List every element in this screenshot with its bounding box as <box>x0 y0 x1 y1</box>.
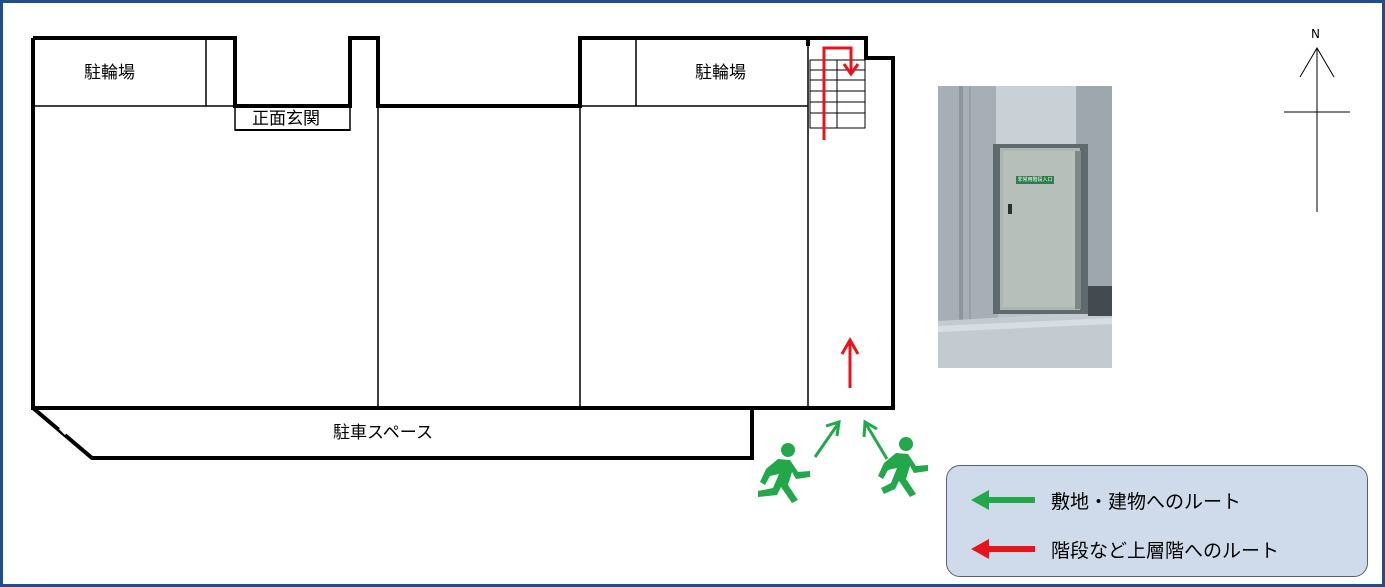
interior-lines <box>33 38 809 408</box>
green-left-arrow-icon <box>971 490 1035 510</box>
door-sign-text: 非常用階段入口 <box>1017 177 1053 183</box>
red-stair-route-arrow <box>822 46 860 140</box>
running-person-icon <box>758 443 810 503</box>
stair-icon <box>809 59 866 129</box>
bicycle-parking-west-label: 駐輪場 <box>84 63 135 83</box>
running-person-icon <box>878 437 928 497</box>
parking-space-outline <box>31 406 754 460</box>
red-left-arrow-icon <box>971 539 1035 559</box>
red-up-arrow <box>840 336 860 388</box>
north-arrow-icon <box>1284 47 1350 212</box>
parking-gap-line <box>58 426 68 436</box>
legend-site-route-label: 敷地・建物へのルート <box>1051 490 1242 513</box>
bicycle-parking-east-label: 駐輪場 <box>695 63 746 83</box>
building-walls <box>31 36 895 410</box>
main-entrance-label: 正面玄関 <box>252 109 320 129</box>
green-arrow-left <box>813 419 841 458</box>
legend-box: 敷地・建物へのルート 階段など上層階へのルート <box>946 465 1368 577</box>
north-label: N <box>1311 27 1320 41</box>
stair-entrance-photo <box>938 86 1112 368</box>
legend-upper-floor-route-label: 階段など上層階へのルート <box>1051 539 1280 562</box>
green-arrow-right <box>862 419 889 460</box>
parking-space-label: 駐車スペース <box>333 423 433 443</box>
legend-item-upper-floor-route: 階段など上層階へのルート <box>969 534 1279 564</box>
legend-item-site-route: 敷地・建物へのルート <box>969 485 1241 515</box>
